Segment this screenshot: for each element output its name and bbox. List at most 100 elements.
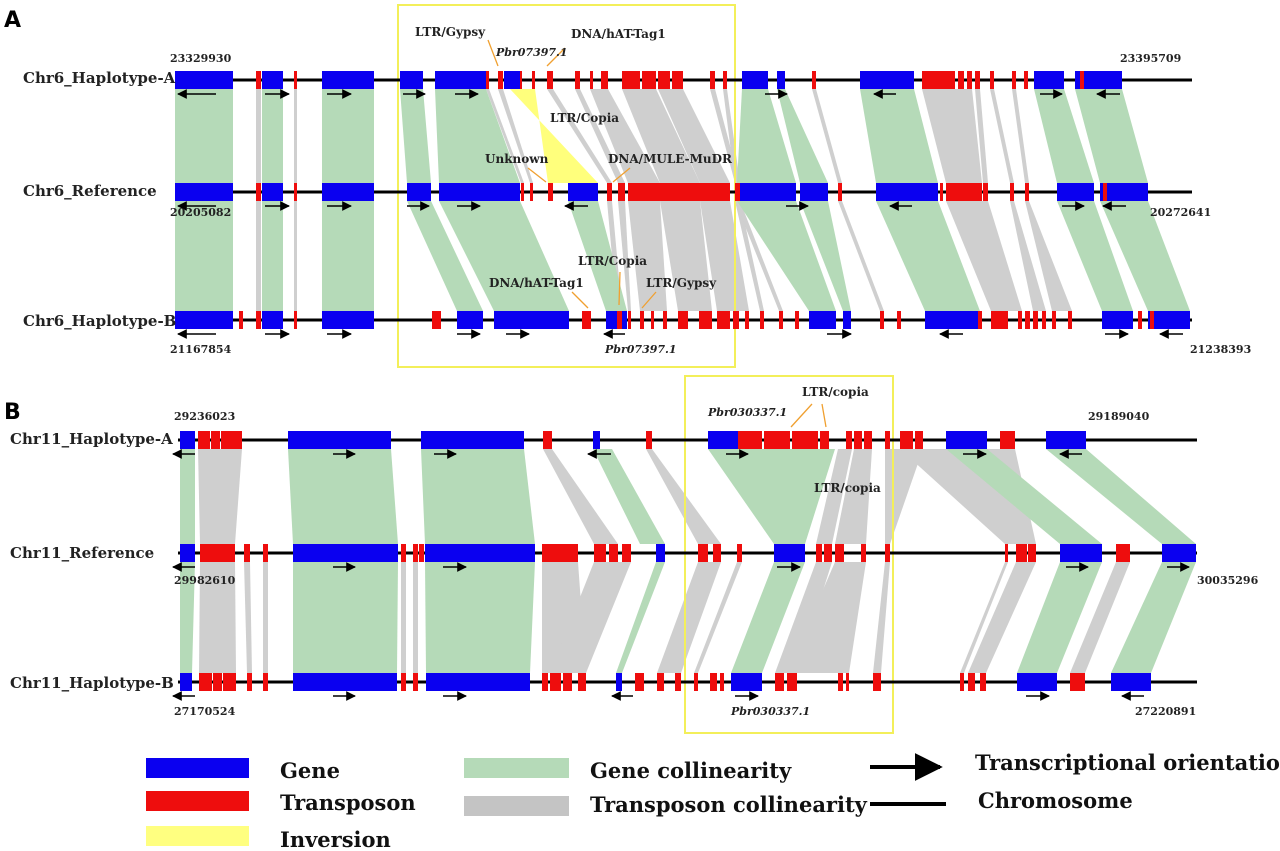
transposon-block-chr6-reference-4 [548,183,553,201]
transposon-block-chr11-reference-6 [542,544,578,562]
transposon-block-chr11-reference-19 [1016,544,1027,562]
legend-transposon-swatch [146,791,249,811]
transposon-link-3 [498,89,533,183]
transposon-block-chr11-haplotype-a-7 [792,431,818,449]
track-name-chr11-haplotype-a: Chr11_Haplotype-A [10,430,173,448]
transposon-link-15 [1012,89,1029,183]
transposon-block-chr6-haplotype-b-17 [795,311,799,329]
transposon-block-chr6-haplotype-b-23 [1025,311,1030,329]
transposon-block-chr6-reference-2 [521,183,524,201]
annotation-dna-hat-tag1-a: DNA/hAT-Tag1 [571,27,666,41]
track-name-chr6-haplotype-b: Chr6_Haplotype-B [23,312,176,330]
transposon-link-22 [700,201,749,311]
legend-inversion-label: Inversion [280,827,391,851]
gene-block-chr6-haplotype-a-1 [262,71,283,89]
transposon-block-chr11-haplotype-b-7 [542,673,548,691]
transposon-block-chr6-reference-15 [1103,183,1107,201]
track-name-chr6-reference: Chr6_Reference [23,182,157,200]
transposon-block-chr6-reference-10 [940,183,943,201]
gene-link-27 [1046,449,1196,544]
gene-link-21 [180,449,195,544]
gene-block-chr6-reference-6 [737,183,796,201]
transposon-block-chr6-haplotype-b-27 [1068,311,1072,329]
transposon-block-chr11-haplotype-a-12 [885,431,890,449]
annotation-ltr-copia-a: LTR/Copia [550,111,619,125]
transposon-block-chr6-haplotype-a-15 [723,71,727,89]
transposon-block-chr6-haplotype-a-8 [590,71,593,89]
gene-link-17 [800,201,851,311]
gene-block-chr6-reference-0 [175,183,233,201]
gene-link-29 [293,562,398,673]
gene-block-chr11-haplotype-a-4 [708,431,738,449]
gene-link-14 [439,201,569,311]
legend: Gene Transposon Inversion Gene collinear… [146,750,1280,851]
panel-letter-a: A [4,8,21,33]
transposon-link-43 [657,562,721,673]
transposon-block-chr11-haplotype-b-15 [710,673,717,691]
transposon-block-chr6-reference-11 [946,183,982,201]
legend-gene-collinearity-label: Gene collinearity [590,758,792,783]
gene-link-3 [400,89,431,183]
transposon-block-chr11-reference-0 [200,544,235,562]
gene-block-chr6-haplotype-b-1 [262,311,283,329]
transposon-link-0 [256,89,261,183]
gene-block-chr6-haplotype-b-3 [457,311,483,329]
transposon-block-chr6-haplotype-b-2 [294,311,297,329]
transposon-block-chr11-reference-11 [713,544,721,562]
gene-link-9 [1075,89,1148,183]
transposon-block-chr11-haplotype-b-17 [775,673,784,691]
transposon-block-chr6-haplotype-b-8 [651,311,654,329]
transposon-block-chr6-haplotype-a-14 [710,71,715,89]
gene-block-chr6-haplotype-a-6 [742,71,768,89]
gene-block-chr11-reference-4 [774,544,805,562]
gene-link-30 [425,562,535,673]
transposon-block-chr6-haplotype-b-10 [678,311,688,329]
transposon-block-chr6-haplotype-b-5 [617,311,622,329]
panel-letter-b: B [4,400,21,425]
gene-link-16 [737,201,836,311]
transposon-link-16 [256,201,261,311]
gene-link-15 [568,201,627,311]
transposon-block-chr6-haplotype-b-18 [880,311,884,329]
transposon-block-chr6-reference-14 [1025,183,1029,201]
transposon-block-chr11-haplotype-a-2 [221,431,242,449]
gene-block-chr6-haplotype-b-0 [175,311,233,329]
gene-block-chr6-haplotype-a-10 [1075,71,1122,89]
coord-chr11-hapb-start: 27170524 [174,705,236,718]
gene-block-chr6-haplotype-b-7 [843,311,851,329]
transposon-link-44 [694,562,742,673]
gene-block-chr11-haplotype-a-5 [946,431,987,449]
transposon-link-1 [294,89,297,183]
transposon-link-28 [1025,201,1072,311]
gene-block-chr11-haplotype-b-5 [1017,673,1057,691]
gene-block-chr6-haplotype-b-2 [322,311,374,329]
annotation-ltr-gypsy-b: LTR/Gypsy [646,276,717,290]
gene-block-chr6-haplotype-a-9 [1034,71,1064,89]
transposon-link-17 [294,201,297,311]
gene-block-chr6-haplotype-b-8 [925,311,980,329]
transposon-block-chr6-haplotype-b-7 [640,311,644,329]
transposon-block-chr6-reference-12 [983,183,988,201]
transposon-block-chr6-haplotype-b-26 [1052,311,1056,329]
transposon-block-chr11-reference-18 [1005,544,1008,562]
transposon-link-36 [199,562,236,673]
transposon-block-chr6-haplotype-a-5 [532,71,535,89]
transposon-block-chr11-haplotype-b-13 [675,673,681,691]
transposon-block-chr11-haplotype-a-0 [198,431,210,449]
track-name-chr11-reference: Chr11_Reference [10,544,154,562]
transposon-block-chr11-haplotype-a-10 [854,431,862,449]
coord-chr6-hapa-start: 23329930 [170,52,232,65]
transposon-block-chr11-haplotype-b-3 [247,673,252,691]
transposon-block-chr6-reference-3 [530,183,533,201]
transposon-block-chr6-haplotype-a-16 [812,71,816,89]
transposon-block-chr11-reference-7 [594,544,606,562]
gene-block-chr11-haplotype-b-6 [1111,673,1151,691]
gene-block-chr6-reference-9 [1057,183,1094,201]
gene-block-chr6-reference-2 [322,183,374,201]
transposon-block-chr6-haplotype-a-0 [256,71,261,89]
transposon-block-chr6-haplotype-b-29 [1150,311,1154,329]
transposon-block-chr6-reference-0 [256,183,261,201]
transposon-block-chr11-haplotype-a-13 [900,431,913,449]
transposon-block-chr6-haplotype-a-19 [967,71,972,89]
gene-link-25 [708,449,835,544]
